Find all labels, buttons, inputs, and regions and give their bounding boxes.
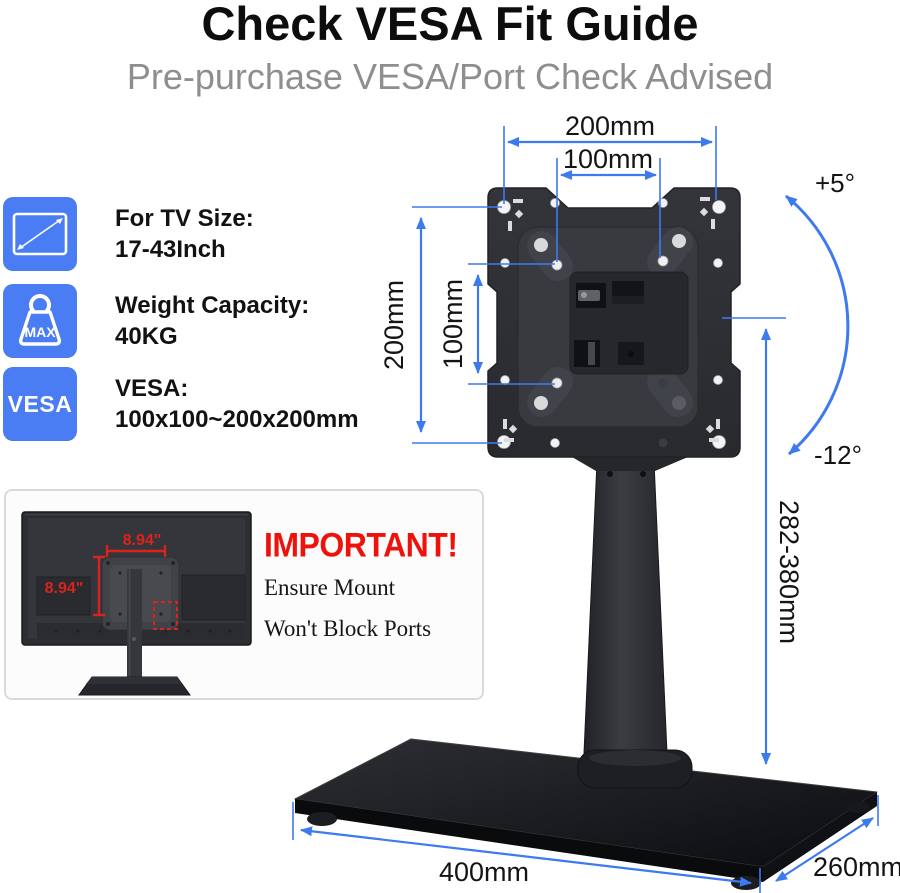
stand-column [577, 461, 693, 789]
plate-corner-marks [503, 197, 720, 442]
vesa-icon-text: VESA [7, 390, 73, 417]
warning-line-1: Ensure Mount [264, 575, 395, 600]
base-foot [307, 812, 337, 826]
page-subtitle: Pre-purchase VESA/Port Check Advised [126, 56, 774, 97]
vesa-hole-100 [658, 378, 668, 388]
tv-stand-column [127, 569, 142, 677]
dim-label-left-200: 200mm [379, 280, 409, 370]
spec-tv-size: For TV Size: 17-43Inch [3, 197, 254, 271]
spec-tv-size-label: For TV Size: [115, 205, 254, 232]
plate-edge-holes [500, 198, 723, 448]
spec-vesa-label: VESA: [115, 375, 189, 402]
tilt-arc [785, 194, 850, 456]
vesa-hole-200 [712, 200, 726, 214]
weight-max-text: MAX [24, 324, 56, 340]
base-depth-label: 260mm [813, 852, 900, 882]
tilt-down-label: -12° [814, 440, 862, 470]
tv-width-label: 8.94" [123, 532, 162, 549]
tv-height-label: 8.94" [45, 580, 84, 597]
dim-label-top-200: 200mm [565, 111, 655, 141]
tilt-up-label: +5° [815, 168, 855, 198]
base-foot [846, 801, 870, 813]
ports-highlight-box [153, 601, 178, 630]
dim-line-base-width [300, 826, 752, 887]
spec-vesa: VESA VESA: 100x100~200x200mm [3, 367, 359, 441]
tv-left-recess [36, 576, 91, 616]
dim-line-base-depth [775, 817, 874, 882]
spec-vesa-value: 100x100~200x200mm [115, 406, 359, 433]
spec-weight-value: 40KG [115, 323, 178, 350]
page-title: Check VESA Fit Guide [201, 0, 699, 50]
height-range-label: 282-380mm [774, 500, 804, 644]
vesa-plate [487, 187, 741, 471]
warning-line-2: Won't Block Ports [264, 616, 432, 641]
measure-guides [292, 126, 879, 893]
spec-weight-label: Weight Capacity: [115, 292, 310, 319]
vesa-icon: VESA [3, 367, 77, 441]
vesa-hole-100 [551, 377, 563, 389]
weight-max-icon: MAX [3, 284, 77, 358]
spec-weight: MAX Weight Capacity: 40KG [3, 284, 309, 358]
port-warning-panel: 8.94" 8.94" IMPORTANT! Ensure Mount Won'… [4, 489, 484, 700]
tv-back-illustration: 8.94" 8.94" [21, 511, 252, 696]
spec-tv-size-value: 17-43Inch [115, 236, 226, 263]
dim-label-left-100: 100mm [438, 279, 468, 369]
measure-arrows [300, 137, 874, 887]
vesa-hole-100 [657, 255, 669, 267]
tv-right-recess [181, 574, 246, 621]
tv-size-icon [3, 197, 77, 271]
dim-label-top-100: 100mm [563, 144, 653, 174]
important-heading: IMPORTANT! [264, 525, 458, 564]
base-width-label: 400mm [439, 857, 529, 887]
